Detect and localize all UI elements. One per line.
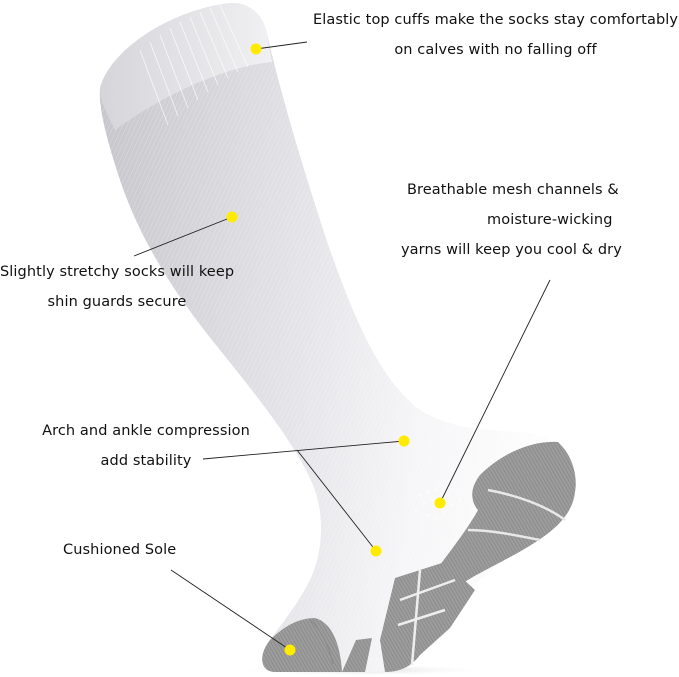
marker-dots [226, 43, 446, 656]
toe-cushion [262, 618, 342, 672]
elastic-cuff [99, 2, 272, 130]
callout-text: Breathable mesh channels & [407, 182, 619, 198]
callout-text: shin guards secure [47, 294, 187, 310]
callout-text: Elastic top cuffs make the socks stay co… [312, 12, 679, 28]
callout-text: Cushioned Sole [63, 542, 177, 558]
marker-dot-cuff [250, 43, 262, 55]
arch-panel-lines [397, 569, 456, 666]
toe-side-panel [342, 638, 372, 672]
callout-cushioned-sole: Cushioned Sole [63, 535, 176, 565]
leader-line-sole [170, 569, 291, 651]
callout-text: add stability [100, 453, 192, 469]
callout-text: on calves with no falling off [394, 42, 597, 58]
callout-text: Slightly stretchy socks will keep [0, 264, 235, 280]
arch-panels [380, 562, 475, 672]
marker-dot-compression [398, 435, 410, 447]
callout-mesh-channels: Breathable mesh channels & moisture-wick… [401, 175, 679, 265]
heel-stripes [467, 488, 566, 542]
callout-stretchy: Slightly stretchy socks will keep shin g… [0, 257, 234, 317]
leader-line-cuff [255, 41, 308, 50]
callout-compression: Arch and ankle compression add stability [40, 416, 252, 476]
callout-elastic-cuff: Elastic top cuffs make the socks stay co… [312, 5, 679, 65]
leader-line-stretchy [133, 216, 233, 257]
leader-line-compression-branch [296, 449, 377, 552]
heel-cushion [440, 441, 576, 585]
leader-line-mesh [439, 279, 551, 504]
mesh-channel-texture [414, 488, 462, 520]
leader-line-compression [202, 440, 405, 460]
cuff-ribbing [139, 4, 249, 126]
callout-text: yarns will keep you cool & dry [401, 242, 622, 258]
marker-dot-arch [370, 545, 382, 557]
marker-dot-stretchy [226, 211, 238, 223]
toe-seam [309, 619, 334, 665]
callout-text: moisture-wicking [487, 212, 613, 228]
marker-dot-sole [284, 644, 296, 656]
callout-text: Arch and ankle compression [42, 423, 250, 439]
marker-dot-mesh [434, 497, 446, 509]
leader-lines [133, 41, 551, 651]
knit-texture [99, 2, 576, 673]
